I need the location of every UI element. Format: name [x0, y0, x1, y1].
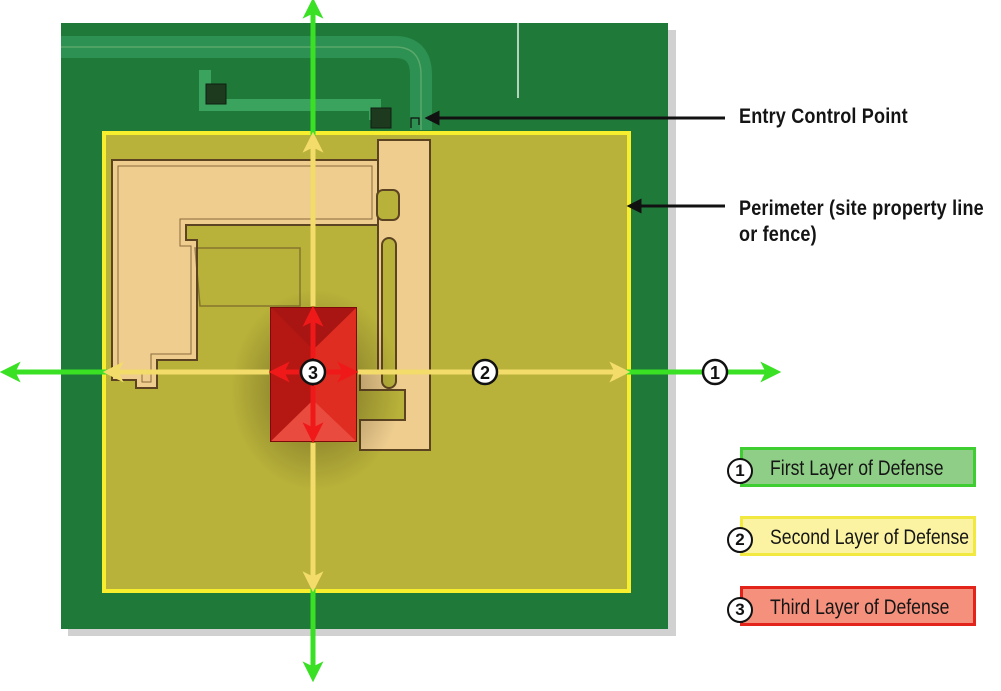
ring-badge-1-text: 1: [710, 363, 720, 383]
legend-number-1: 1: [727, 458, 753, 484]
guard-post-east: [370, 107, 392, 129]
ring-badge-2: 2: [471, 358, 499, 386]
perimeter-label-line-2: or fence): [739, 223, 817, 246]
ring-badge-3-text: 3: [308, 363, 318, 383]
ring-badge-1: 1: [701, 358, 729, 386]
perimeter-label-line-1: Perimeter (site property line: [739, 197, 984, 220]
entry-point-tick: [410, 117, 420, 128]
legend-label-3: Third Layer of Defense: [770, 596, 950, 619]
legend-item-third-layer: 3 Third Layer of Defense: [727, 586, 976, 626]
legend-item-first-layer: 1 First Layer of Defense: [727, 447, 976, 487]
road-centerline: [61, 46, 422, 130]
ring-badge-3: 3: [299, 358, 327, 386]
ring-badge-2-text: 2: [480, 363, 490, 383]
planter-island-1: [376, 189, 400, 221]
perimeter-label: Perimeter (site property line or fence): [739, 196, 997, 248]
legend-number-3: 3: [727, 597, 753, 623]
guard-post-west: [205, 83, 227, 105]
legend-item-second-layer: 2 Second Layer of Defense: [727, 516, 976, 556]
legend-number-2: 2: [727, 527, 753, 553]
legend-label-2: Second Layer of Defense: [770, 526, 970, 549]
entry-control-point-label: Entry Control Point: [739, 105, 908, 128]
legend-label-1: First Layer of Defense: [770, 457, 944, 480]
